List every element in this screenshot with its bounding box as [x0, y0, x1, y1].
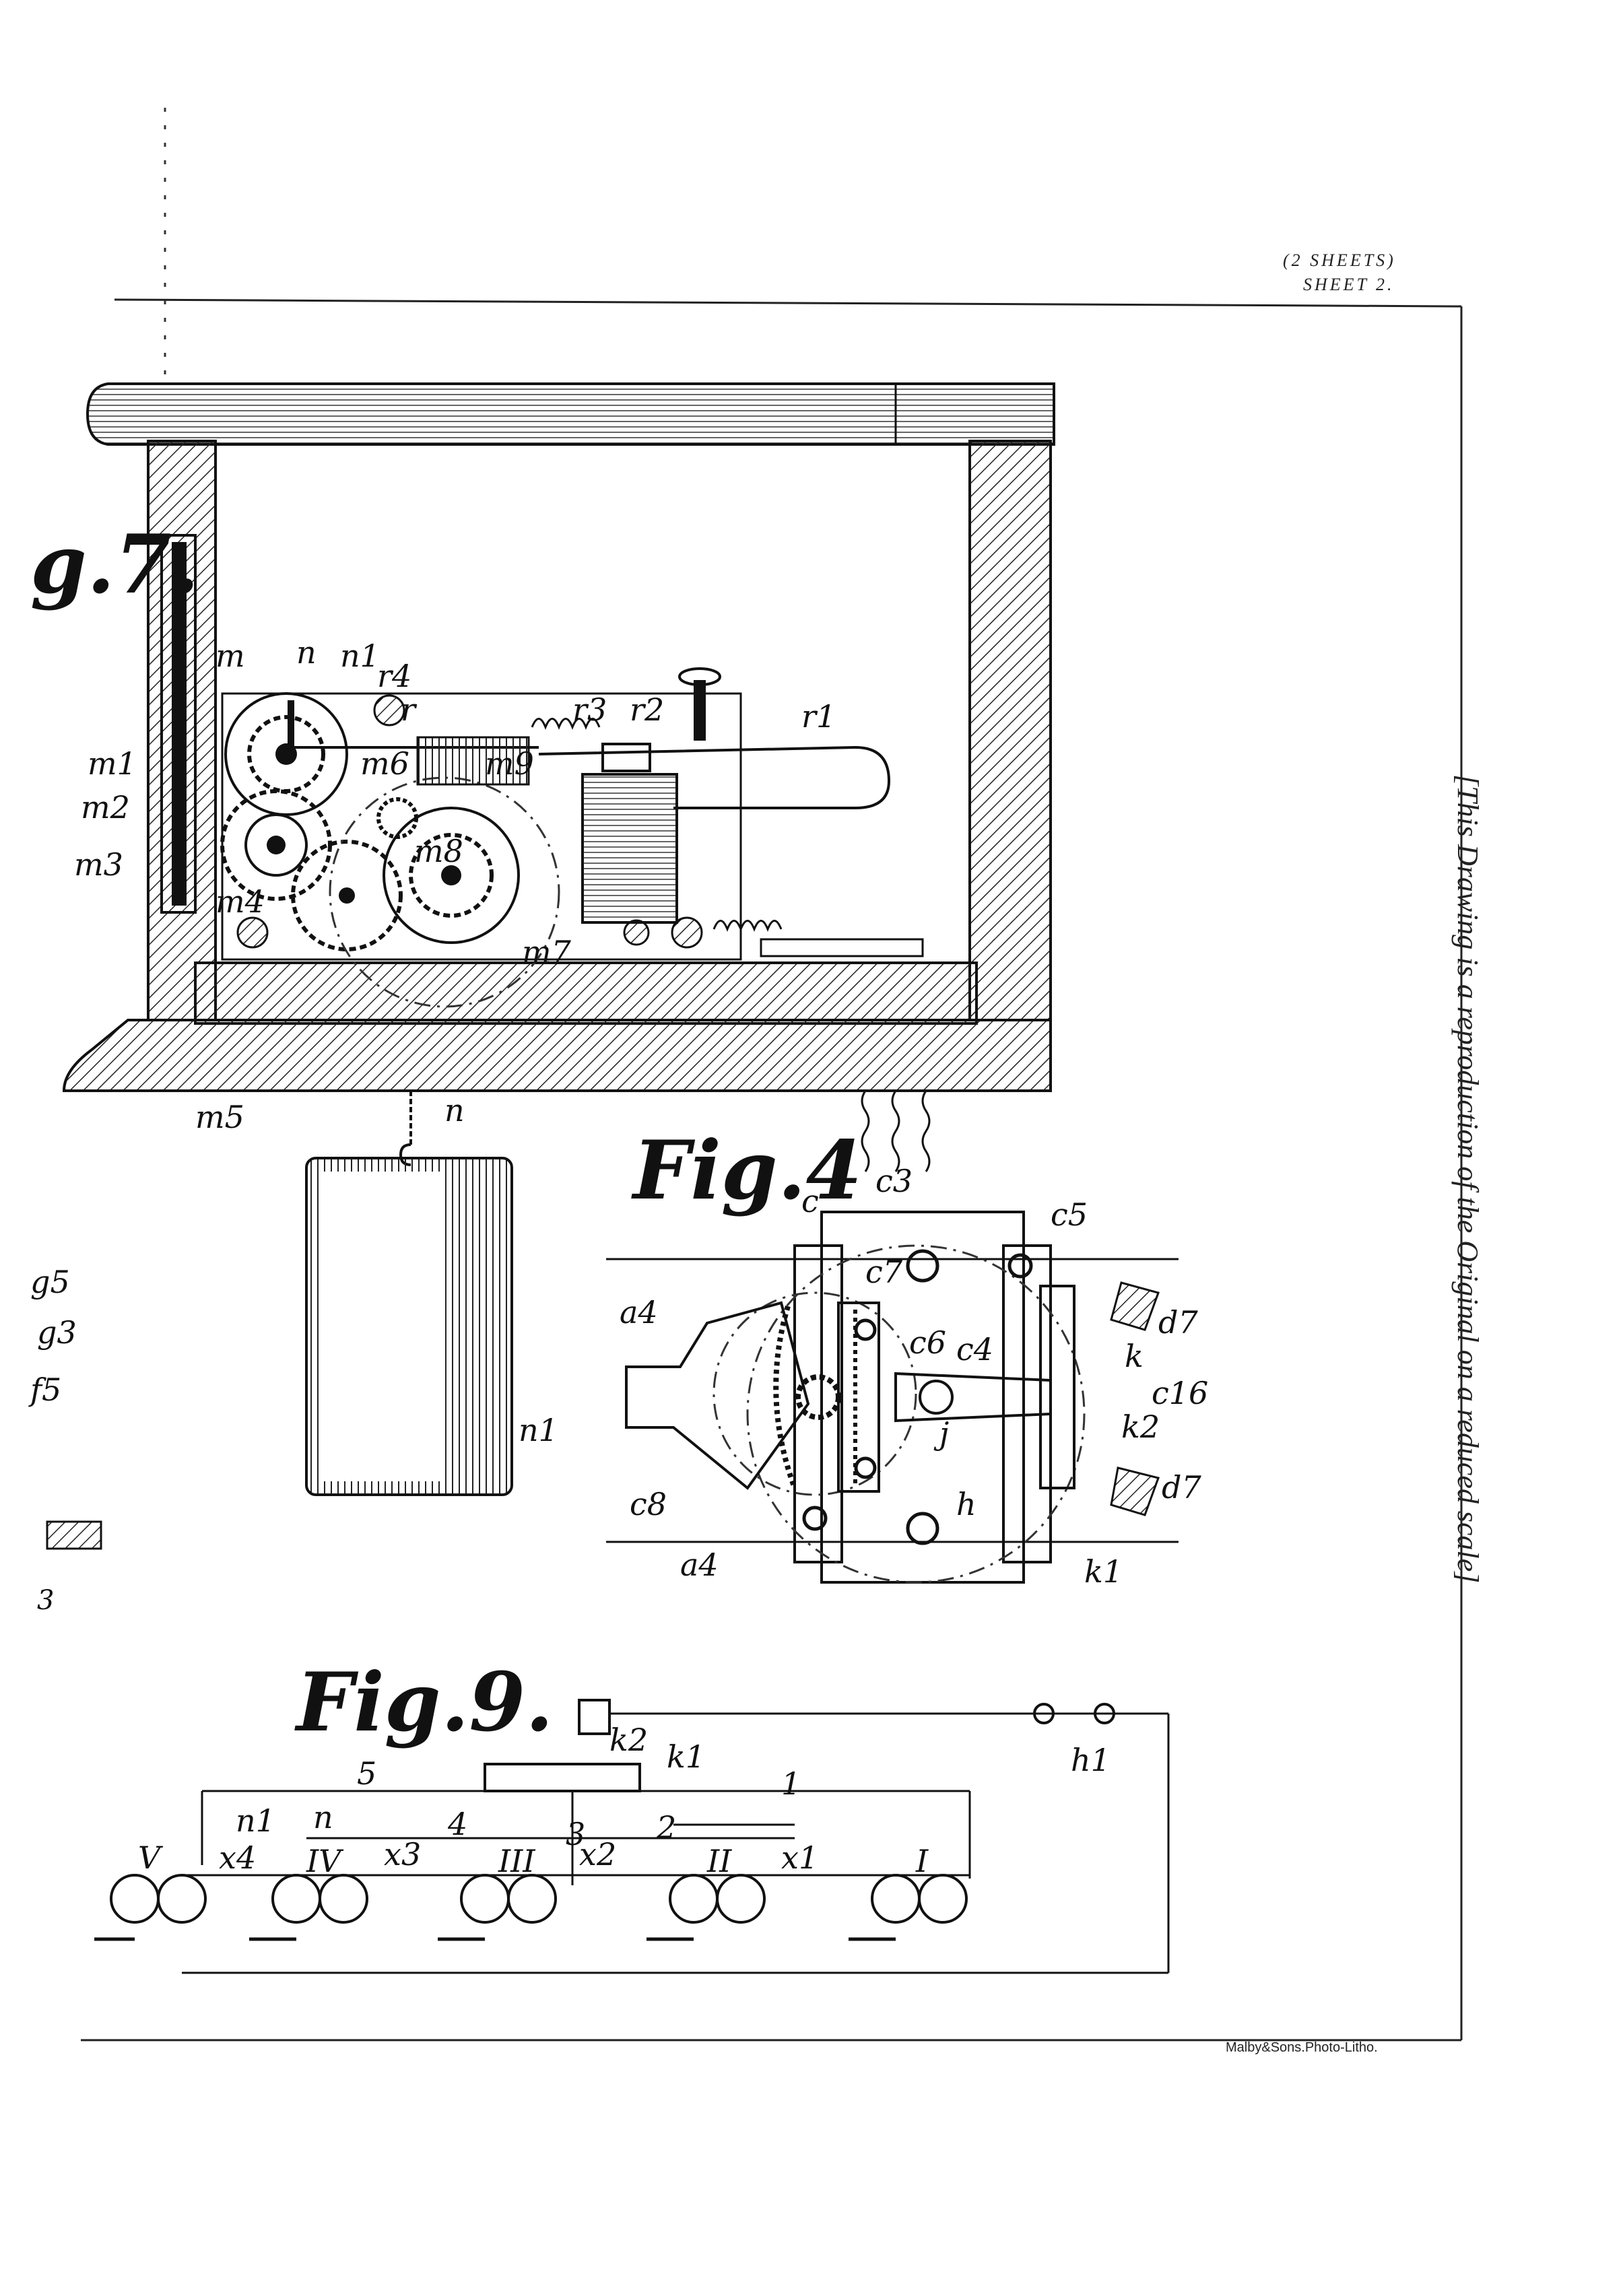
fig7-title: g.7. [30, 517, 199, 612]
fig9-label-station-ii: II [706, 1843, 732, 1879]
fig9-label-wire-1: 1 [781, 1765, 801, 1802]
fig9-label-station-iv: IV [306, 1843, 344, 1879]
margin-fragments: g5 g3 f5 3 [28, 1264, 102, 1616]
fig7-label-r3: r3 [572, 691, 607, 728]
fig4-label-d7-top: d7 [1158, 1304, 1198, 1341]
fig9-label-station-iii: III [498, 1843, 535, 1879]
fig4-label-c: c [801, 1183, 819, 1219]
margin-label-g3: g3 [37, 1314, 77, 1351]
fig7-label-m5: m5 [195, 1099, 244, 1135]
sheets-count-header: (2 SHEETS) [1283, 250, 1396, 270]
fig4-label-c4: c4 [956, 1331, 993, 1368]
fig9-label-h1: h1 [1071, 1742, 1111, 1778]
sheet-frame [81, 108, 1463, 2041]
fig9-label-wire-5: 5 [357, 1755, 376, 1792]
fig4-label-j: j [933, 1415, 949, 1452]
fig4-labels: Fig.4 c c3 c5 c7 a4 c6 c4 d7 k c16 j k2 … [620, 1123, 1208, 1590]
sheet-number-header: SHEET 2. [1303, 275, 1395, 294]
margin-label-3: 3 [37, 1585, 54, 1616]
fig7-label-m8: m8 [414, 833, 463, 869]
fig9-label-k1: k1 [667, 1738, 705, 1775]
fig7-label-r1: r1 [801, 698, 836, 735]
fig9-label-x3: x3 [384, 1836, 421, 1872]
fig4-label-c5: c5 [1051, 1196, 1088, 1233]
fig4-label-c3: c3 [875, 1163, 913, 1199]
fig9-label-station-i: I [915, 1843, 929, 1879]
fig4-label-h: h [956, 1486, 976, 1522]
fig9-label-station-v: V [138, 1839, 164, 1876]
margin-label-g5: g5 [30, 1264, 70, 1300]
fig9-label-wire-3: 3 [566, 1816, 585, 1852]
lithographer-credit: Malby&Sons.Photo-Litho. [1226, 2040, 1378, 2055]
fig4-label-a4-top: a4 [620, 1294, 658, 1330]
fig7-label-m3: m3 [74, 846, 123, 883]
fig4-label-k: k [1125, 1338, 1144, 1374]
fig7-label-weight-n1: n1 [519, 1412, 558, 1448]
fig9-label-k2: k2 [609, 1722, 648, 1758]
fig7-gear-train [220, 667, 931, 1496]
fig7-label-r2: r2 [630, 691, 664, 728]
margin-label-f5: f5 [28, 1372, 61, 1408]
fig9-label-n: n [313, 1799, 333, 1835]
fig9-circuit [94, 1699, 1170, 1974]
fig4-label-k1: k1 [1084, 1553, 1123, 1590]
fig7-label-m7: m7 [522, 934, 572, 970]
reproduction-note: [This Drawing is a reproduction of the O… [1451, 774, 1484, 1584]
fig4-label-c7: c7 [865, 1254, 903, 1290]
fig7-label-n: n [296, 634, 317, 671]
fig7-label-chain-n: n [444, 1092, 465, 1128]
fig7-label-m1: m1 [88, 745, 137, 782]
fig4-mechanism [606, 1211, 1179, 1584]
fig7-cabinet [62, 382, 1055, 1092]
fig7-label-n1: n1 [340, 638, 380, 674]
fig9-label-x2: x2 [579, 1836, 616, 1872]
fig7-label-m2: m2 [81, 789, 130, 825]
fig7-label-m6: m6 [360, 745, 409, 782]
fig9-label-n1: n1 [236, 1802, 275, 1839]
fig4-title: Fig.4 [631, 1123, 862, 1218]
fig4-label-k2: k2 [1121, 1409, 1160, 1445]
fig7-label-m4: m4 [216, 883, 265, 920]
fig4-label-c6: c6 [909, 1324, 946, 1361]
fig7-labels: g.7. m n n1 r4 r r3 r2 r1 m1 m2 m3 m4 m5… [30, 517, 836, 1448]
fig9-label-x4: x4 [219, 1839, 256, 1876]
fig9-label-wire-4: 4 [447, 1806, 467, 1842]
fig9-labels: Fig.9. k2 k1 h1 5 1 n1 n 4 3 2 V x4 IV x… [138, 1655, 1111, 1879]
fig7-label-r4: r4 [377, 658, 411, 694]
fig4-label-d7-bottom: d7 [1162, 1469, 1201, 1506]
fig4-label-c8: c8 [630, 1486, 667, 1522]
fig7-label-m: m [216, 638, 245, 674]
fig9-title: Fig.9. [294, 1655, 554, 1750]
fig9-label-x1: x1 [781, 1839, 818, 1876]
fig7-label-m9: m9 [485, 745, 534, 782]
fig4-label-a4-bottom: a4 [680, 1547, 719, 1583]
fig7-label-r: r [401, 691, 418, 728]
fig4-label-c16: c16 [1152, 1375, 1208, 1411]
fig9-label-wire-2: 2 [656, 1809, 676, 1846]
